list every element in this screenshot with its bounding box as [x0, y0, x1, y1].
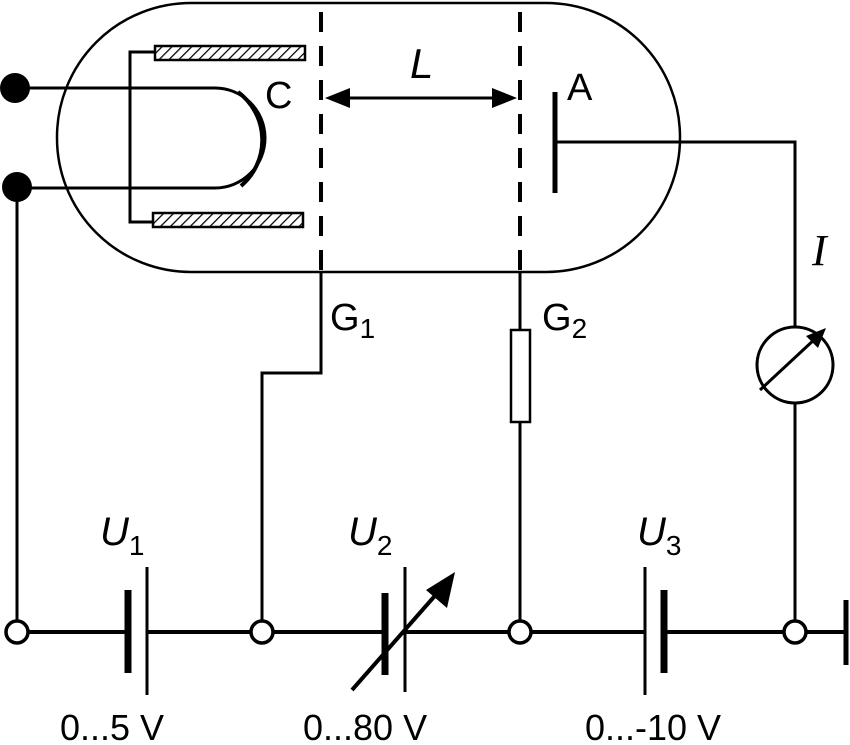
- cathode-shield-wire: [128, 50, 155, 224]
- u2-variable-arrow: [350, 588, 442, 692]
- shield-plate-bottom: [151, 211, 305, 229]
- label-u3: U3: [637, 510, 681, 561]
- arrowhead-left: [325, 88, 350, 108]
- u2-arrowhead: [426, 572, 455, 608]
- label-g2-main: G: [542, 297, 572, 339]
- node-4: [782, 619, 808, 645]
- label-u2-range: 0...80 V: [303, 707, 427, 745]
- label-g1-main: G: [330, 297, 360, 339]
- label-distance: L: [410, 40, 433, 87]
- arrowhead-right: [492, 88, 517, 108]
- label-g1: G1: [330, 297, 375, 344]
- label-current: I: [811, 226, 829, 275]
- label-u3-sub: 3: [666, 530, 682, 561]
- terminal-top: [0, 73, 30, 103]
- shield-plate-top: [153, 44, 307, 62]
- label-anode: A: [567, 67, 593, 109]
- label-u3-range: 0...-10 V: [585, 707, 721, 745]
- ammeter-needle: [758, 336, 818, 392]
- terminal-bottom: [2, 172, 32, 202]
- node-3: [507, 619, 533, 645]
- resistor: [509, 328, 532, 424]
- ammeter-arrowhead: [806, 328, 826, 348]
- label-cathode: C: [265, 75, 292, 117]
- label-g2-sub: 2: [572, 313, 588, 344]
- label-g1-sub: 1: [360, 313, 376, 344]
- label-u1-sub: 1: [129, 530, 145, 561]
- node-1: [4, 619, 30, 645]
- label-u2-main: U: [348, 510, 378, 554]
- label-u2: U2: [348, 510, 392, 561]
- anode-wire: [555, 140, 797, 621]
- label-u3-main: U: [637, 510, 667, 554]
- ammeter: [755, 325, 835, 405]
- tube-envelope: [55, 1, 682, 274]
- g1-wire: [260, 272, 323, 621]
- label-u1-range: 0...5 V: [60, 707, 164, 745]
- label-u2-sub: 2: [377, 530, 393, 561]
- label-u1: U1: [100, 510, 144, 561]
- cathode: [236, 90, 265, 188]
- node-2: [249, 619, 275, 645]
- filament: [15, 86, 267, 190]
- label-u1-main: U: [100, 510, 130, 554]
- label-g2: G2: [542, 297, 587, 344]
